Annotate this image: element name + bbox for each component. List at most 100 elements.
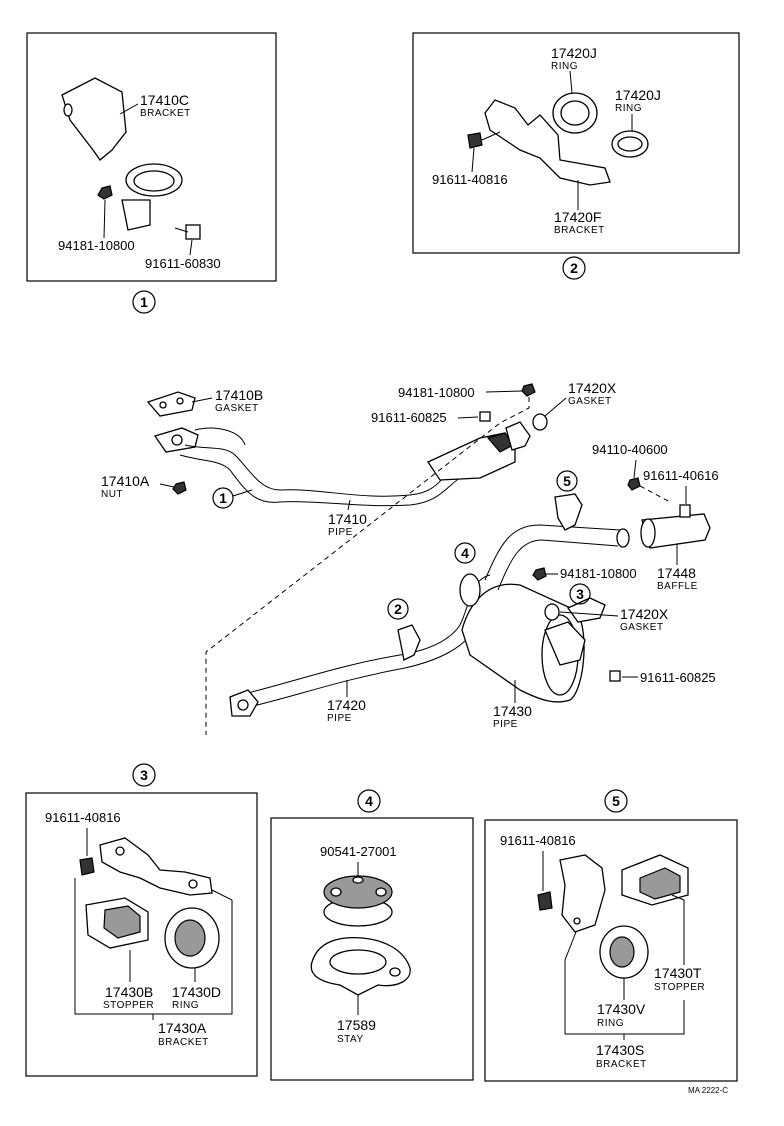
marker-circle-1 — [212, 487, 234, 509]
stay-center-hole — [329, 949, 387, 975]
baffle-end — [640, 518, 656, 548]
desc-gasket-17410b: GASKET — [215, 403, 259, 414]
pn-17430v: 17430V — [597, 1001, 646, 1017]
hanger-4 — [459, 573, 481, 607]
desc-nut-17410a: NUT — [101, 489, 123, 500]
desc-pipe-17410: PIPE — [328, 527, 353, 538]
callout-circle-3 — [132, 763, 156, 787]
detail-box-2-frame — [412, 32, 740, 254]
pn-94110-40600: 94110-40600 — [592, 442, 668, 457]
hanger-bracket-5 — [554, 493, 583, 531]
pn-17420x-bottom: 17420X — [620, 606, 669, 622]
pn-17448: 17448 — [657, 565, 696, 581]
stay-bolt-hole — [389, 967, 401, 977]
detail-box-4: 4 90541-27001 17589 STAY — [270, 789, 474, 1081]
front-pipe-flange-hole — [171, 434, 183, 446]
callout-circle-1 — [132, 290, 156, 314]
bracket-hole-b — [188, 879, 198, 889]
marker-circle-4 — [454, 542, 476, 564]
desc-stopper-17430b: STOPPER — [103, 1000, 154, 1011]
desc-ring-17430d: RING — [172, 1000, 199, 1011]
marker-number-5: 5 — [563, 473, 571, 489]
dashed-guide-main — [205, 397, 530, 735]
ring-17430d-inner — [174, 919, 206, 957]
muffler-hanger-bracket — [544, 621, 586, 666]
diagram-code: MA 2222-C — [688, 1086, 728, 1095]
pn-91611-40816: 91611-40816 — [432, 172, 508, 187]
gasket-17410b-shape — [146, 391, 196, 417]
marker-circle-3 — [569, 583, 591, 605]
bracket-5-hole — [573, 917, 581, 925]
pn-17420j-b: 17420J — [615, 87, 661, 103]
stopper-inner — [103, 905, 141, 939]
desc-bracket-17430s: BRACKET — [596, 1059, 647, 1070]
callout-number-4: 4 — [365, 793, 373, 809]
pn-90541-27001: 90541-27001 — [320, 844, 397, 859]
pn-94181-10800: 94181-10800 — [58, 238, 135, 253]
bolt-91611-40816-shape — [467, 132, 483, 149]
detail-box-4-frame — [270, 817, 474, 1081]
gasket-17420x-bottom-shape — [544, 603, 560, 621]
callout-number-1: 1 — [140, 294, 148, 310]
callout-number-2: 2 — [570, 260, 578, 276]
ring-17430v-inner — [609, 936, 635, 968]
dashed-guide-baffle — [639, 485, 671, 503]
pn-91611-60830: 91611-60830 — [145, 256, 221, 271]
ring-17420j-b-inner — [617, 136, 643, 152]
desc-bracket: BRACKET — [140, 108, 191, 119]
desc-bracket-17430a: BRACKET — [158, 1037, 209, 1048]
bracket-17430s-shape — [559, 854, 606, 933]
desc-baffle: BAFFLE — [657, 581, 698, 592]
bolt-91611-60830-shape — [185, 224, 201, 240]
bolt-91611-40816-box3-shape — [79, 857, 95, 876]
desc-stay-17589: STAY — [337, 1034, 364, 1045]
desc-bracket-f: BRACKET — [554, 225, 605, 236]
detail-box-3: 3 91611-40816 17430B STOPPER 17430D RING… — [25, 763, 258, 1077]
marker-number-1: 1 — [219, 490, 227, 506]
bracket-17420f-shape — [484, 99, 611, 186]
mount-hole-b — [375, 887, 387, 897]
nut-94181-shape — [97, 185, 113, 200]
converter-flange — [505, 421, 531, 451]
bracket-hole-a — [115, 846, 125, 856]
callout-circle-2 — [562, 256, 586, 280]
marker-circle-2 — [387, 598, 409, 620]
pn-17410: 17410 — [328, 511, 367, 527]
detail-box-5-frame — [484, 819, 738, 1082]
pn-17430t: 17430T — [654, 965, 702, 981]
pn-17430d: 17430D — [172, 984, 221, 1000]
nut-94181-bottom-shape — [532, 567, 547, 581]
mount-stud — [352, 876, 364, 884]
detail-box-3-frame — [25, 792, 258, 1077]
detail-box-1-frame — [26, 32, 277, 282]
callout-number-3: 3 — [140, 767, 148, 783]
main-assembly: 17410B GASKET 94181-10800 17420X GASKET … — [101, 380, 719, 735]
bolt-91611-60825-bottom-shape — [609, 670, 621, 682]
callout-number-5: 5 — [612, 793, 620, 809]
mount-hole-a — [330, 887, 342, 897]
desc-ring-a: RING — [551, 61, 578, 72]
tail-pipe-end — [616, 528, 630, 548]
bracket-hole — [63, 103, 73, 117]
nut-94181-top-shape — [521, 383, 536, 397]
pn-91611-40816-box5: 91611-40816 — [500, 833, 576, 848]
pn-17410a: 17410A — [101, 473, 150, 489]
clamp-block-shape — [121, 199, 151, 231]
marker-number-3: 3 — [576, 586, 584, 602]
pn-94181-10800-bottom: 94181-10800 — [560, 566, 637, 581]
nut-94110-40600-shape — [627, 477, 641, 491]
gasket-hole-b — [176, 397, 184, 405]
pn-17410c: 17410C — [140, 92, 189, 108]
pn-17430s: 17430S — [596, 1042, 644, 1058]
pn-17420j-a: 17420J — [551, 45, 597, 61]
pn-17420: 17420 — [327, 697, 366, 713]
stopper-17430t-inner — [639, 867, 681, 900]
pipe-17420-flange-hole — [237, 699, 249, 711]
pn-17430: 17430 — [493, 703, 532, 719]
pn-17410b: 17410B — [215, 387, 263, 403]
detail-box-2: 17420J RING 17420J RING 91611-40816 1742… — [412, 32, 740, 280]
bracket-17410c-shape — [61, 77, 127, 161]
pn-91611-40616: 91611-40616 — [643, 468, 719, 483]
ring-17420j-a-inner — [560, 100, 590, 126]
